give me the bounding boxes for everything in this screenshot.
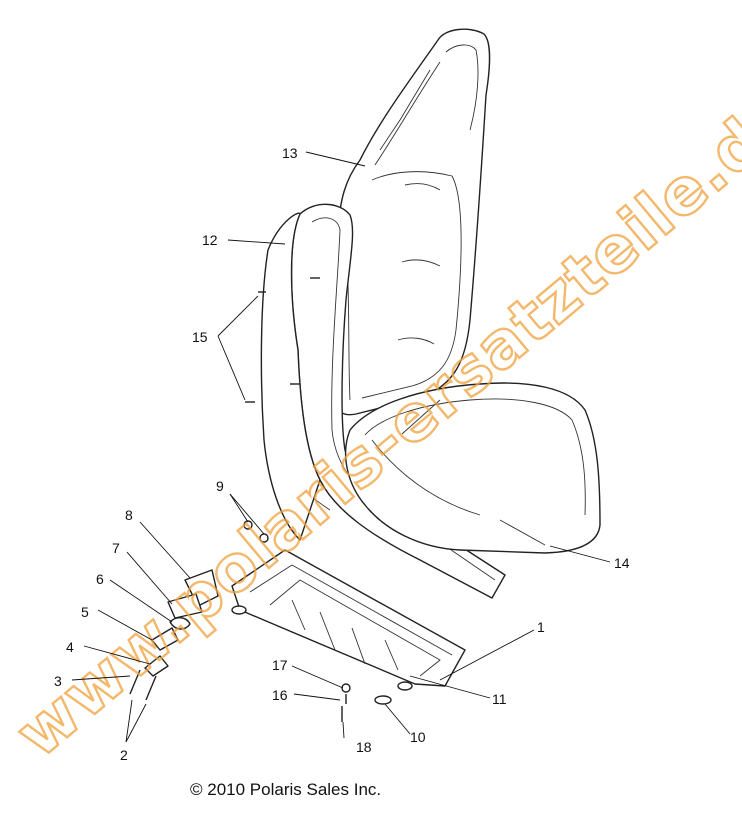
callout-14: 14: [614, 555, 630, 571]
callout-4: 4: [66, 639, 74, 655]
callout-18: 18: [356, 739, 372, 755]
callout-6: 6: [96, 571, 104, 587]
callout-8: 8: [125, 507, 133, 523]
seat-bottom: [344, 382, 601, 554]
callout-17: 17: [272, 657, 288, 673]
callout-labels: 1 2 3 4 5 6 7 8 9 10 11 12 13 14 15 16 1…: [54, 145, 630, 763]
clip-part-6: [169, 617, 191, 630]
nut-part-9: [243, 520, 253, 530]
callout-7: 7: [112, 540, 120, 556]
bolt-part-3: [129, 669, 141, 695]
callout-13: 13: [282, 145, 298, 161]
callout-5: 5: [81, 604, 89, 620]
callout-12: 12: [202, 232, 218, 248]
callout-11: 11: [492, 691, 507, 707]
copyright-text: © 2010 Polaris Sales Inc.: [190, 780, 381, 799]
callout-2: 2: [120, 747, 128, 763]
pad-part-10: [374, 695, 392, 705]
callout-3: 3: [54, 673, 62, 689]
callout-1: 1: [537, 619, 545, 635]
callout-15: 15: [192, 329, 208, 345]
callout-10: 10: [410, 729, 426, 745]
cap-part-4: [144, 655, 169, 677]
washer-part-17: [341, 683, 351, 693]
seat-frame: [260, 203, 506, 599]
callout-9: 9: [216, 478, 224, 494]
callout-16: 16: [272, 687, 288, 703]
seat-back: [331, 28, 491, 416]
spring-part-7: [167, 593, 203, 619]
leader-lines: [71, 151, 611, 743]
plate-part-5: [151, 627, 179, 651]
